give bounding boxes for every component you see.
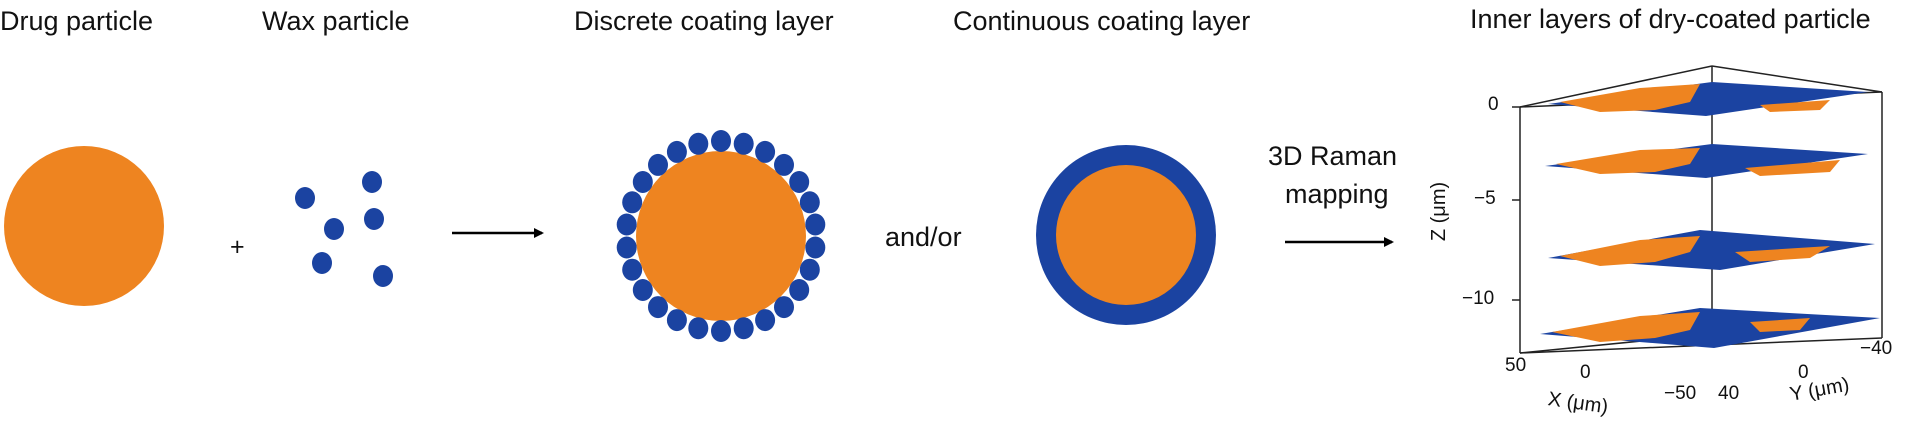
wax-particles: [295, 171, 393, 287]
x-tick-label: −50: [1664, 383, 1697, 404]
wax-bead: [733, 317, 754, 340]
wax-bead: [688, 317, 709, 340]
wax-particle: [373, 265, 393, 287]
wax-bead: [755, 140, 776, 163]
wax-bead: [648, 296, 668, 319]
wax-bead: [805, 236, 826, 259]
wax-particle: [364, 208, 384, 230]
y-tick-label: 40: [1718, 383, 1740, 404]
wax-bead: [622, 191, 643, 214]
wax-bead: [774, 153, 794, 176]
wax-bead: [622, 258, 643, 281]
wax-particle: [295, 187, 315, 209]
x-tick-label: 50: [1505, 355, 1527, 376]
z-axis-label: Z (μm): [1428, 181, 1451, 242]
wax-bead: [711, 320, 731, 342]
box-edge: [1711, 65, 1883, 93]
wax-bead: [648, 153, 668, 176]
wax-bead: [616, 213, 637, 236]
z-tick-label: 0: [1488, 94, 1499, 115]
wax-bead: [666, 309, 687, 332]
wax-bead: [805, 213, 826, 236]
wax-bead: [632, 279, 653, 301]
wax-bead: [755, 309, 776, 332]
y-tick-label: −40: [1860, 338, 1893, 359]
wax-bead: [733, 132, 754, 155]
wax-particle: [362, 171, 382, 193]
wax-particle-title: Wax particle: [262, 6, 410, 36]
and-or-label: and/or: [885, 222, 962, 252]
plus-sign: +: [230, 233, 245, 261]
wax-bead: [616, 236, 637, 259]
discrete-coating-title: Discrete coating layer: [574, 6, 834, 36]
z-tick-label: −5: [1474, 188, 1496, 209]
wax-bead: [632, 171, 653, 193]
wax-bead: [774, 296, 794, 319]
layer-slice: [1540, 308, 1880, 348]
layer-slice: [1548, 82, 1868, 116]
raman-label-line2: mapping: [1285, 179, 1389, 209]
discrete-core: [636, 151, 806, 321]
z-tick-label: −10: [1462, 288, 1495, 309]
z-ticks: [1512, 106, 1520, 301]
wax-bead: [666, 140, 687, 163]
layer-slice: [1545, 144, 1868, 178]
box-edge: [1519, 65, 1713, 108]
continuous-core: [1056, 165, 1196, 305]
discrete-coating-beads: [616, 130, 826, 342]
wax-bead: [789, 171, 810, 193]
wax-bead: [711, 130, 731, 152]
wax-bead: [688, 132, 709, 155]
drug-particle-title: Drug particle: [0, 6, 154, 36]
wax-bead: [789, 279, 810, 301]
y-tick-label: 0: [1798, 362, 1809, 383]
wax-particle: [324, 218, 344, 240]
wax-bead: [799, 191, 820, 214]
wax-bead: [799, 258, 820, 281]
inner-layers-title: Inner layers of dry-coated particle: [1470, 4, 1871, 34]
continuous-coating-title: Continuous coating layer: [953, 6, 1251, 36]
raman-label-line1: 3D Raman: [1268, 141, 1398, 171]
x-tick-label: 0: [1580, 362, 1591, 383]
layer-slice: [1548, 230, 1875, 270]
drug-particle: [4, 146, 164, 306]
wax-particle: [312, 252, 332, 274]
